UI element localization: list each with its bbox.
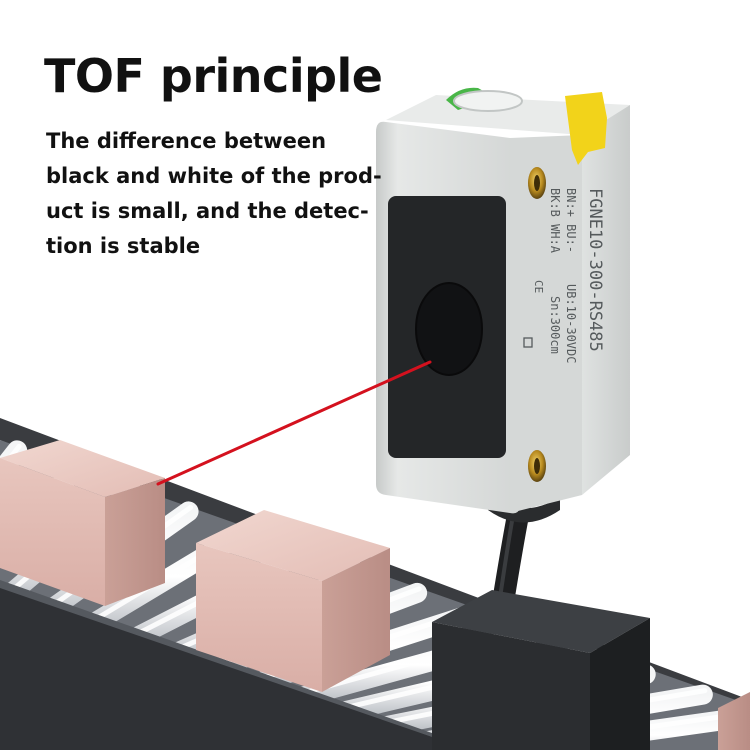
description-line-1: The difference between (46, 129, 327, 153)
sensor-indicator-yellow-icon (565, 92, 607, 165)
ce-mark-icon: CE (532, 280, 545, 293)
page-title: TOF principle (44, 49, 383, 103)
product-box-1 (0, 440, 165, 606)
description: The difference between black and white o… (46, 124, 386, 264)
ukca-mark-icon (523, 337, 533, 348)
sensor-wiring-2-text: BK:B WH:A (548, 188, 562, 254)
product-box-2 (196, 510, 390, 692)
sensor-wiring-1-text: BN:+ BU:- (564, 188, 578, 253)
sensor-model-text: FGNE10-300-RS485 (585, 188, 605, 352)
description-line-3: uct is small, and the detec- (46, 199, 369, 223)
tof-sensor: FGNE10-300-RS485 BN:+ BU:- UB:10-30VDC B… (376, 87, 630, 514)
description-line-4: tion is stable (46, 234, 201, 258)
laser-beam-icon (156, 360, 432, 486)
sensor-supply-text: UB:10-30VDC (564, 284, 578, 363)
product-box-3 (718, 692, 750, 750)
description-line-2: black and white of the prod- (46, 164, 382, 188)
sensor-range-text: Sn:300cm (548, 296, 562, 354)
conveyor-front-rail-highlight (0, 580, 480, 750)
sensor-lens (415, 282, 483, 376)
black-product-box (432, 590, 650, 750)
